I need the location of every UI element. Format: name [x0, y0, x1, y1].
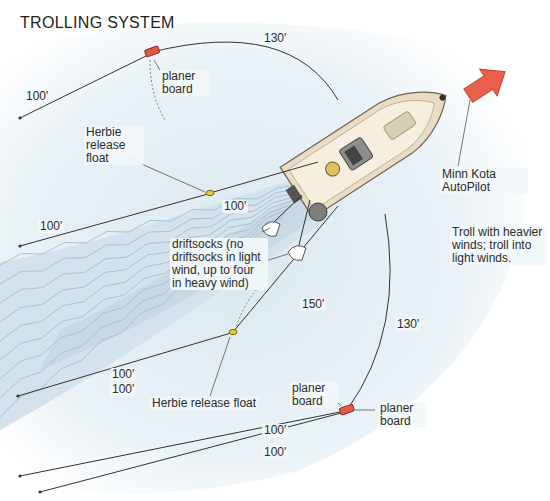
dimension-label: 100' [262, 446, 288, 459]
line-ends [16, 116, 41, 493]
release-float [229, 329, 237, 334]
dimension-label: 130' [395, 318, 421, 331]
dimension-label: 130' [262, 32, 288, 45]
wake-ripple [0, 209, 288, 379]
dimension-label: 100' [110, 368, 136, 381]
callout-label: Minn Kota AutoPilot [440, 168, 528, 194]
wake-ripple [0, 197, 294, 322]
motor [309, 203, 327, 221]
wake-ripple [0, 205, 290, 360]
driftsock [262, 222, 306, 261]
dimension-label: 150' [300, 298, 326, 311]
callout-label: planer board [290, 382, 338, 408]
dimension-label: 100' [222, 200, 248, 213]
callout-label: Herbie release float [150, 397, 258, 410]
callout-label: planer board [378, 402, 426, 428]
callout-label: planer board [160, 70, 210, 96]
wake-ripple [0, 217, 284, 417]
dimension-label: 100' [38, 220, 64, 233]
wake-core [40, 190, 325, 370]
dimension-label: 100' [110, 383, 136, 396]
callout-label: Herbie release float [84, 126, 144, 165]
dimension-label: 100' [262, 424, 288, 437]
boat [274, 70, 463, 222]
wake-ripple [0, 193, 296, 303]
fishing-lines [18, 42, 390, 492]
wake-ripples [0, 185, 300, 417]
diagram-title: TROLLING SYSTEM [20, 14, 175, 32]
wake [0, 178, 330, 430]
wake-ripple [0, 213, 286, 398]
callout-label: Troll with heavier winds; troll into lig… [450, 226, 546, 265]
callout-label: driftsocks (no driftsocks in light wind,… [170, 238, 268, 290]
water [0, 23, 527, 494]
leader-lines [128, 60, 470, 410]
release-float [206, 190, 214, 195]
planer-board [339, 404, 355, 415]
wake-ripple [0, 201, 292, 341]
heading-arrow [460, 58, 514, 109]
dimension-label: 100' [24, 90, 50, 103]
planer-board [144, 46, 160, 57]
